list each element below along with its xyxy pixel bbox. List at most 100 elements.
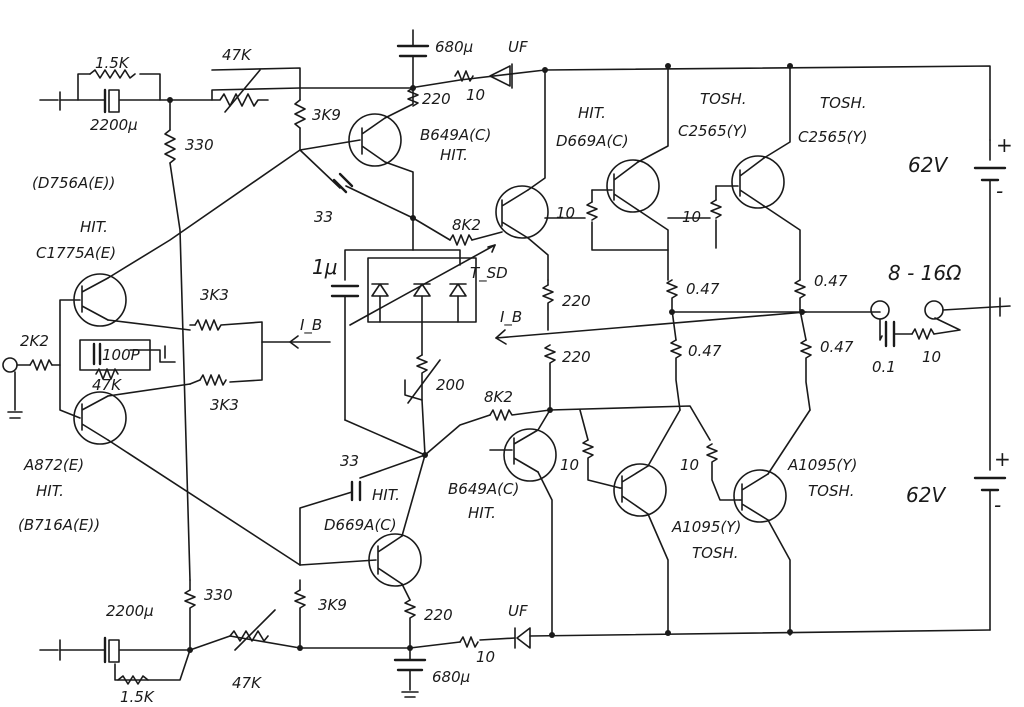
label-q-hit-b649-bot: HIT. — [468, 504, 496, 522]
label-uf-bot: UF — [508, 602, 528, 620]
label-r10-d: 10 — [680, 456, 699, 474]
label-c100p: 100P — [102, 346, 141, 364]
r10-bot-resistor — [459, 636, 479, 648]
label-q-d669-bot: D669A(C) — [324, 516, 397, 534]
label-r10-bot: 10 — [476, 648, 495, 666]
label-r10-zobel: 10 — [922, 348, 941, 366]
q-c2565-1-body — [606, 159, 660, 213]
q-c2565-2-body — [731, 155, 785, 209]
label-r47k-top: 47K — [222, 46, 252, 64]
label-uf-top: UF — [508, 38, 528, 56]
ib-left-arrow — [289, 335, 299, 349]
label-q-c2565-1: C2565(Y) — [678, 122, 748, 140]
label-load: 8 - 16Ω — [888, 261, 962, 285]
label-q-c1775: C1775A(E) — [36, 244, 116, 262]
label-minus-top: - — [996, 179, 1003, 203]
r8k2-top-resistor — [449, 234, 473, 246]
label-c33-bot: 33 — [340, 452, 359, 470]
label-c01: 0.1 — [872, 358, 896, 376]
label-minus-bot: - — [994, 493, 1001, 517]
label-r2k2: 2K2 — [20, 332, 49, 350]
label-r10-a: 10 — [556, 204, 575, 222]
tsd-arrow — [349, 244, 496, 326]
label-c680-bot: 680μ — [432, 668, 470, 686]
label-r047-3: 0.47 — [688, 342, 722, 360]
label-r047-1: 0.47 — [686, 280, 720, 298]
speaker-terminal-left — [870, 300, 890, 320]
r220-m2-resistor — [544, 344, 556, 411]
top-cap-2200 — [103, 88, 120, 114]
label-q-a872: A872(E) — [23, 456, 84, 474]
ib-right-arrow — [495, 329, 507, 345]
r3k3-top-resistor — [194, 319, 263, 383]
label-c2200-bot: 2200μ — [106, 602, 154, 620]
c1u-cap — [330, 284, 360, 298]
r3k9-bot-resistor — [294, 589, 306, 649]
label-r330-top: 330 — [185, 136, 214, 154]
label-c33-top: 33 — [314, 208, 333, 226]
r10-top-resistor — [454, 70, 474, 82]
label-ib-right: I_B — [500, 308, 522, 327]
label-r10-c: 10 — [560, 456, 579, 474]
r2k2-resistor — [29, 359, 53, 371]
label-q-c2565-2: C2565(Y) — [798, 128, 868, 146]
uf-top-diode — [489, 63, 513, 89]
label-r10-top: 10 — [466, 86, 485, 104]
r47k-top-pot — [211, 93, 269, 107]
label-r10-b: 10 — [682, 208, 701, 226]
label-r047-4: 0.47 — [820, 338, 854, 356]
c680-bot-cap — [393, 658, 427, 672]
c01-cap — [884, 320, 896, 348]
label-q-b649-top-mfr: HIT. — [440, 146, 468, 164]
label-q-a1095-1: A1095(Y) — [787, 456, 857, 474]
label-r330-bot: 330 — [204, 586, 233, 604]
diode-3 — [449, 283, 467, 297]
r15k-top-resistor — [89, 69, 136, 79]
label-c1u: 1μ — [312, 255, 337, 279]
r8k2-bot-resistor — [489, 409, 551, 421]
c100p-cap — [92, 342, 102, 366]
label-ib-left: I_B — [300, 316, 322, 335]
label-r47k-bot: 47K — [232, 674, 262, 692]
r200-pot — [404, 354, 428, 401]
r10-d-resistor — [706, 443, 741, 501]
label-plus-bot: + — [994, 447, 1011, 471]
label-r200: 200 — [436, 376, 465, 394]
label-q-tosh4: TOSH. — [692, 544, 739, 562]
label-r3k3-top: 3K3 — [200, 286, 229, 304]
diode-1 — [371, 283, 389, 297]
label-r3k3-bot: 3K3 — [210, 396, 239, 414]
uf-bot-diode — [514, 627, 531, 649]
q-a872-body — [73, 391, 127, 445]
label-q-d756: (D756A(E)) — [32, 174, 115, 192]
r047-2-resistor — [794, 279, 806, 311]
r047-1-resistor — [666, 279, 678, 311]
input-ground — [7, 371, 23, 419]
r220-m1-resistor — [542, 284, 554, 331]
bottom-rail-wires — [39, 629, 991, 681]
q-a1095-1-body — [613, 463, 667, 517]
q-b649-bot-body — [503, 428, 557, 482]
label-q-tosh3: TOSH. — [808, 482, 855, 500]
label-q-hit-c1775: HIT. — [80, 218, 108, 236]
label-c2200-top: 2200μ — [90, 116, 138, 134]
label-plus-top: + — [996, 133, 1013, 157]
label-r15k-top: 1.5K — [95, 54, 130, 72]
r47k-mid-resistor — [95, 368, 119, 380]
c680-top-cap — [396, 44, 430, 58]
c33-top-cap — [332, 172, 354, 194]
r220-bot-resistor — [404, 599, 416, 649]
r10-a-resistor — [586, 201, 598, 221]
label-tsd: T_SD — [470, 264, 508, 283]
r10-b-resistor — [710, 199, 722, 219]
label-r047-2: 0.47 — [814, 272, 848, 290]
input-terminal — [2, 357, 18, 373]
pot-arrow-top — [224, 69, 261, 113]
r047-4-resistor — [800, 339, 812, 411]
label-q-hit-a872: HIT. — [36, 482, 64, 500]
q-a1095-2-body — [733, 469, 787, 523]
label-q-b716: (B716A(E)) — [18, 516, 100, 534]
label-q-b649-top: B649A(C) — [420, 126, 491, 144]
q-d669-top-body — [495, 185, 549, 239]
